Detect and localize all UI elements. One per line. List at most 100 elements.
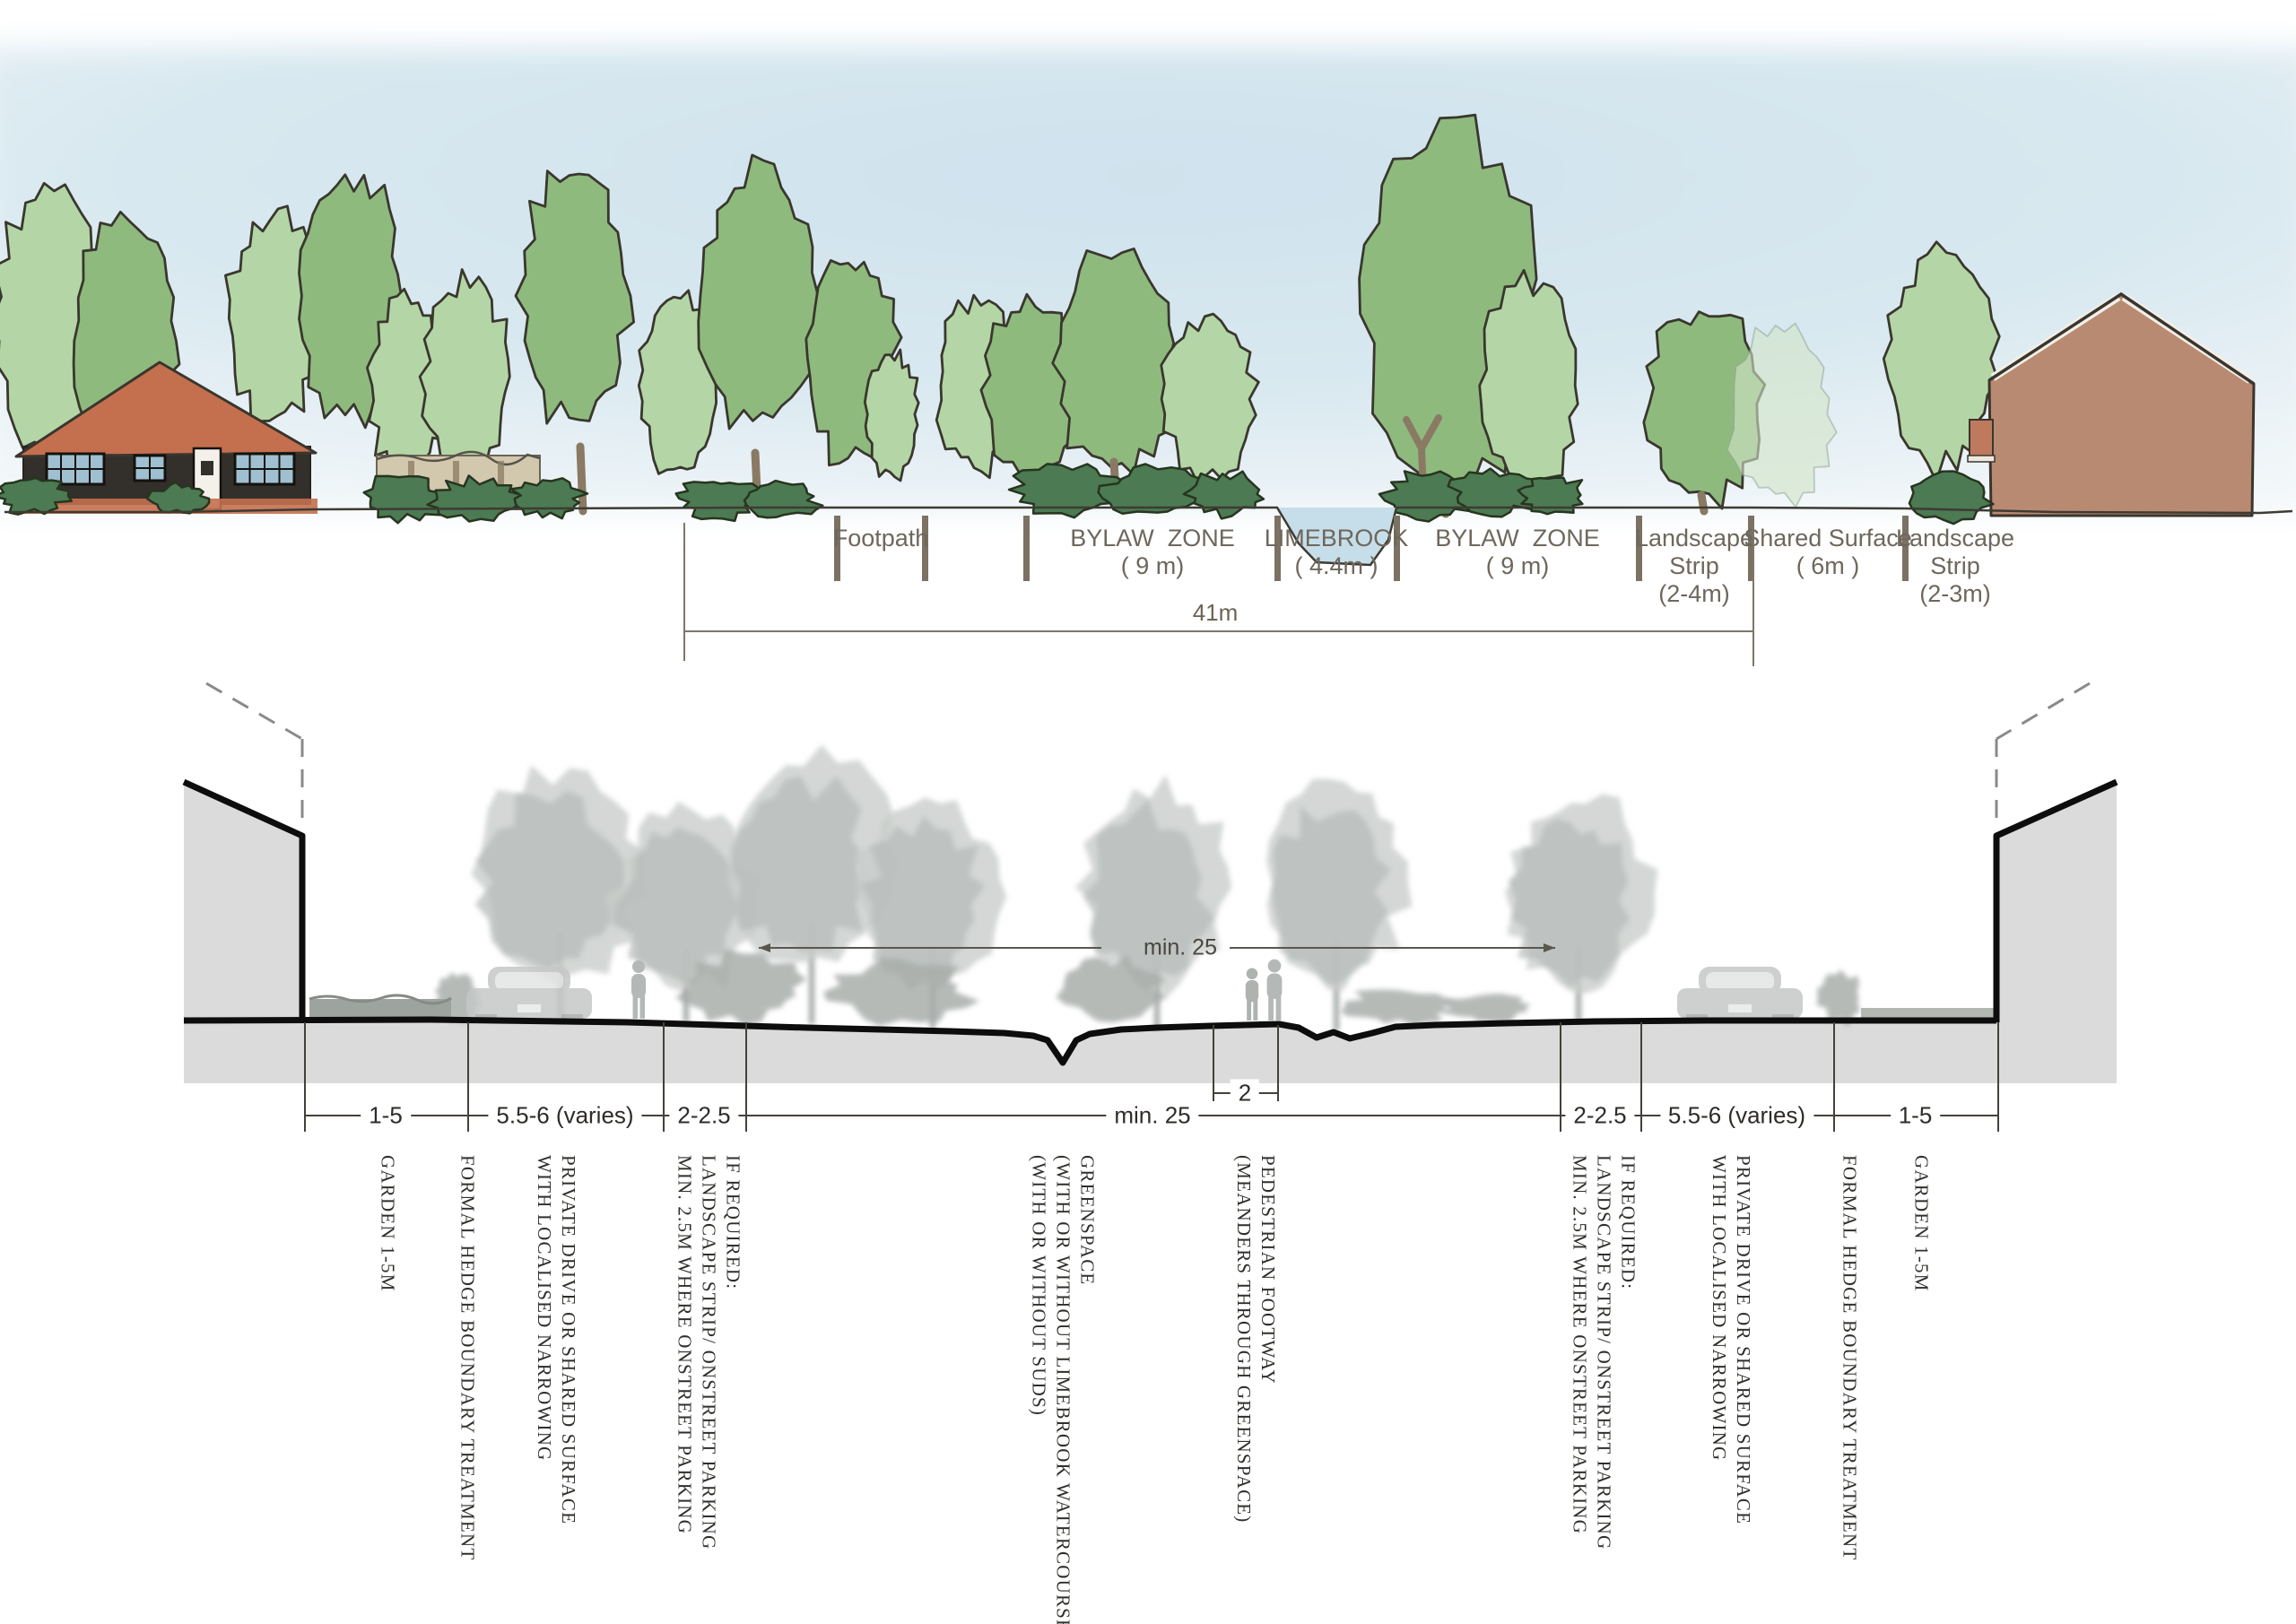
vertical-label-line: LANDSCAPE STRIP/ ONSTREET PARKING <box>698 1155 720 1550</box>
section-dim-label: 2-2.5 <box>1565 1101 1635 1130</box>
person-leg <box>1253 999 1258 1020</box>
vertical-label-line: WITH LOCALISED NARROWING <box>534 1155 555 1462</box>
zone-label-line: Shared Surface <box>1744 525 1912 551</box>
car-body <box>466 988 592 1019</box>
section-tree-canopy <box>732 776 865 952</box>
wall-top-sketch <box>376 450 541 466</box>
total-dim-terminator <box>683 523 685 661</box>
zone-tick <box>834 516 840 581</box>
zone-tick <box>1748 516 1754 581</box>
cut-wall-right <box>1996 782 2117 1020</box>
person-leg <box>1247 999 1252 1020</box>
zone-label-line: LIMEBROOK <box>1264 525 1409 551</box>
vertical-label-line: MIN. 2.5M WHERE ONSTREET PARKING <box>1569 1155 1591 1535</box>
section-dim-boundary <box>663 1022 665 1132</box>
vertical-label: GARDEN 1-5M <box>376 1155 400 1292</box>
car-windshield <box>1706 972 1774 990</box>
side-box <box>1969 419 1994 458</box>
tree <box>1160 312 1260 482</box>
zone-label-line: Strip <box>1930 552 1980 579</box>
section-dim-boundary <box>1560 1022 1561 1132</box>
vertical-label-line: GARDEN 1-5M <box>1910 1155 1933 1292</box>
cut-line-right <box>1993 778 2118 1022</box>
car-wheel <box>1772 1014 1794 1019</box>
section-dim-boundary <box>467 1022 469 1132</box>
canopy-arrow-right <box>1544 943 1555 952</box>
vertical-label-line: PRIVATE DRIVE OR SHARED SURFACE <box>1733 1155 1754 1525</box>
sub-dim-boundary <box>1213 1025 1214 1101</box>
section-dim-boundary <box>1833 1022 1835 1132</box>
person-leg <box>639 995 645 1019</box>
sub-dim-boundary <box>1277 1025 1279 1101</box>
cut-dashed-left <box>205 682 304 829</box>
car <box>1677 967 1803 1019</box>
section-dim-label: 1-5 <box>1890 1101 1941 1130</box>
canopy-arrow-left <box>759 943 770 952</box>
vertical-label: GREENSPACE(WITH OR WITHOUT LIMEBROOK WAT… <box>1027 1155 1100 1624</box>
zone-label-line: (2-3m) <box>1919 580 1991 607</box>
canopy-dim-label: min. 25 <box>1144 934 1217 960</box>
person-head <box>1246 968 1258 980</box>
tree-trunk <box>1697 491 1709 516</box>
total-dim-label: 41m <box>1192 599 1239 626</box>
tree <box>1478 269 1579 492</box>
zone-label-line: Footpath <box>832 525 929 551</box>
zone-tick <box>1636 516 1642 581</box>
vertical-label-line: FORMAL HEDGE BOUNDARY TREATMENT <box>1839 1155 1861 1561</box>
roof-edge <box>1988 291 2255 386</box>
shrub <box>1097 463 1212 515</box>
zone-tick <box>922 516 928 581</box>
vertical-label-line: (WITH OR WITHOUT LIMEBROOK WATERCOURSE) <box>1052 1155 1074 1624</box>
section-tree-canopy <box>1508 819 1631 988</box>
vertical-label-line: (MEANDERS THROUGH GREENSPACE) <box>1233 1155 1255 1524</box>
car-wheel <box>1686 1014 1708 1019</box>
car-windshield <box>495 972 563 990</box>
person-torso <box>1266 973 1283 999</box>
tree <box>637 289 718 475</box>
vertical-label-line: GREENSPACE <box>1076 1155 1099 1286</box>
zone-label-line: Landscape <box>1895 525 2015 551</box>
zone-label: Shared Surface( 6m ) <box>1744 525 1912 580</box>
door-window <box>201 461 213 475</box>
canopy-dim-line <box>1230 947 1555 949</box>
vertical-label-line: LANDSCAPE STRIP/ ONSTREET PARKING <box>1593 1155 1615 1550</box>
vertical-label: FORMAL HEDGE BOUNDARY TREATMENT <box>1838 1155 1862 1560</box>
zone-label-line: BYLAW ZONE <box>1070 525 1235 551</box>
vertical-label-line: PEDESTRIAN FOOTWAY <box>1257 1155 1279 1385</box>
vertical-label-line: (WITH OR WITHOUT SUDS) <box>1028 1155 1050 1417</box>
car-wheel <box>475 1014 497 1019</box>
vertical-label-line: FORMAL HEDGE BOUNDARY TREATMENT <box>457 1155 479 1561</box>
cut-dashed-right <box>1995 682 2091 829</box>
vertical-label: GARDEN 1-5M <box>1909 1155 1934 1292</box>
person-head <box>1267 959 1282 973</box>
vertical-label-line: PRIVATE DRIVE OR SHARED SURFACE <box>558 1155 579 1525</box>
shrub <box>362 474 450 525</box>
section-dim-label: 5.5-6 (varies) <box>1659 1101 1814 1130</box>
zone-label: BYLAW ZONE( 9 m) <box>1070 525 1235 580</box>
section-grass <box>1861 1008 1996 1020</box>
vertical-label: IF REQUIRED:LANDSCAPE STRIP/ ONSTREET PA… <box>673 1155 745 1550</box>
zone-label-line: BYLAW ZONE <box>1435 525 1600 551</box>
vertical-label-line: WITH LOCALISED NARROWING <box>1709 1155 1730 1462</box>
vertical-label: FORMAL HEDGE BOUNDARY TREATMENT <box>456 1155 480 1560</box>
person-head <box>632 960 645 973</box>
zone-label-line: Landscape <box>1634 525 1754 551</box>
zone-label: Footpath <box>833 525 929 552</box>
car-plate <box>1728 1004 1752 1012</box>
section-tree-canopy <box>1083 799 1214 993</box>
zone-tick <box>1274 516 1281 581</box>
section-dim-label: min. 25 <box>1106 1101 1199 1130</box>
zone-label-line: ( 9 m) <box>1485 552 1550 579</box>
person-torso <box>631 974 646 998</box>
section-dim-boundary <box>1640 1022 1642 1132</box>
section-dim-boundary <box>1997 1022 1999 1132</box>
elevation-drawing <box>0 47 2296 567</box>
section-ground-line <box>183 1016 1996 1066</box>
section-bush <box>823 958 980 1027</box>
person-leg <box>632 995 638 1019</box>
cut-wall-left <box>184 782 302 1020</box>
car-plate <box>517 1004 541 1012</box>
